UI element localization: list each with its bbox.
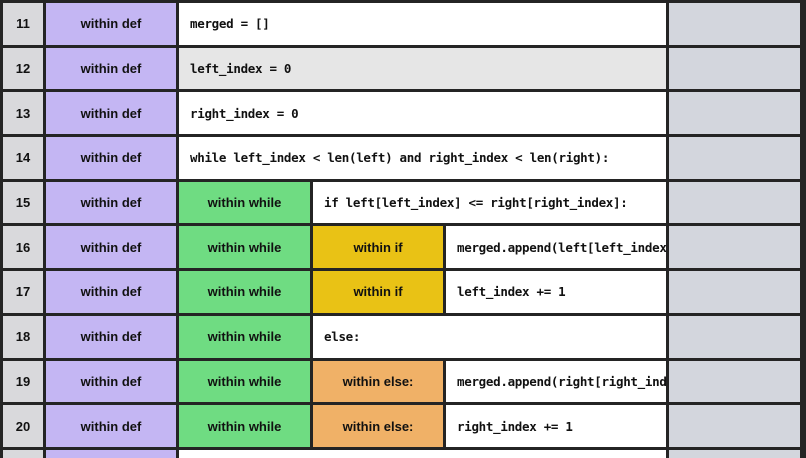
code-cell[interactable]: else:: [313, 315, 666, 358]
scope-cell-def[interactable]: within def: [46, 137, 176, 179]
scope-cell-while[interactable]: within while: [179, 405, 310, 447]
code-cell[interactable]: left_index += 1: [446, 271, 666, 313]
scope-cell-def[interactable]: within def: [46, 181, 176, 224]
line-number-cell[interactable]: 11: [3, 3, 43, 45]
code-cell[interactable]: merged = []: [179, 3, 666, 45]
scope-cell-def[interactable]: [46, 449, 176, 458]
annotation-cell[interactable]: [669, 360, 800, 403]
line-number-cell[interactable]: 20: [3, 405, 43, 447]
code-cell[interactable]: if left[left_index] <= right[right_index…: [313, 181, 666, 224]
code-cell[interactable]: merged.append(right[right_index]): [446, 360, 666, 403]
scope-cell-def[interactable]: within def: [46, 315, 176, 358]
scope-cell-else[interactable]: within else:: [313, 405, 443, 447]
annotation-cell[interactable]: [669, 47, 800, 90]
scope-cell-while[interactable]: within while: [179, 226, 310, 269]
scope-cell-def[interactable]: within def: [46, 360, 176, 403]
code-cell[interactable]: [179, 449, 666, 458]
code-cell[interactable]: left_index = 0: [179, 47, 666, 90]
code-cell[interactable]: right_index += 1: [446, 405, 666, 447]
scope-cell-if[interactable]: within if: [313, 226, 443, 269]
scope-cell-if[interactable]: within if: [313, 271, 443, 313]
line-number-cell[interactable]: 16: [3, 226, 43, 269]
code-cell[interactable]: merged.append(left[left_index]): [446, 226, 666, 269]
annotation-cell[interactable]: [669, 92, 800, 135]
line-number-cell[interactable]: 12: [3, 47, 43, 90]
annotation-cell[interactable]: [669, 449, 800, 458]
annotation-cell[interactable]: [669, 315, 800, 358]
scope-cell-def[interactable]: within def: [46, 271, 176, 313]
line-number-cell[interactable]: 18: [3, 315, 43, 358]
line-number-cell[interactable]: 14: [3, 137, 43, 179]
scope-cell-while[interactable]: within while: [179, 181, 310, 224]
scope-cell-while[interactable]: within while: [179, 271, 310, 313]
scope-cell-def[interactable]: within def: [46, 226, 176, 269]
scope-cell-def[interactable]: within def: [46, 3, 176, 45]
scope-cell-while[interactable]: within while: [179, 315, 310, 358]
scope-cell-while[interactable]: within while: [179, 360, 310, 403]
scope-cell-def[interactable]: within def: [46, 405, 176, 447]
annotation-cell[interactable]: [669, 3, 800, 45]
line-number-cell[interactable]: 15: [3, 181, 43, 224]
scope-cell-else[interactable]: within else:: [313, 360, 443, 403]
annotation-cell[interactable]: [669, 271, 800, 313]
code-cell[interactable]: while left_index < len(left) and right_i…: [179, 137, 666, 179]
annotation-cell[interactable]: [669, 226, 800, 269]
scope-cell-def[interactable]: within def: [46, 47, 176, 90]
line-number-cell[interactable]: [3, 449, 43, 458]
annotation-cell[interactable]: [669, 181, 800, 224]
line-number-cell[interactable]: 17: [3, 271, 43, 313]
code-cell[interactable]: right_index = 0: [179, 92, 666, 135]
line-number-cell[interactable]: 13: [3, 92, 43, 135]
annotation-cell[interactable]: [669, 137, 800, 179]
annotation-cell[interactable]: [669, 405, 800, 447]
line-number-cell[interactable]: 19: [3, 360, 43, 403]
scope-cell-def[interactable]: within def: [46, 92, 176, 135]
